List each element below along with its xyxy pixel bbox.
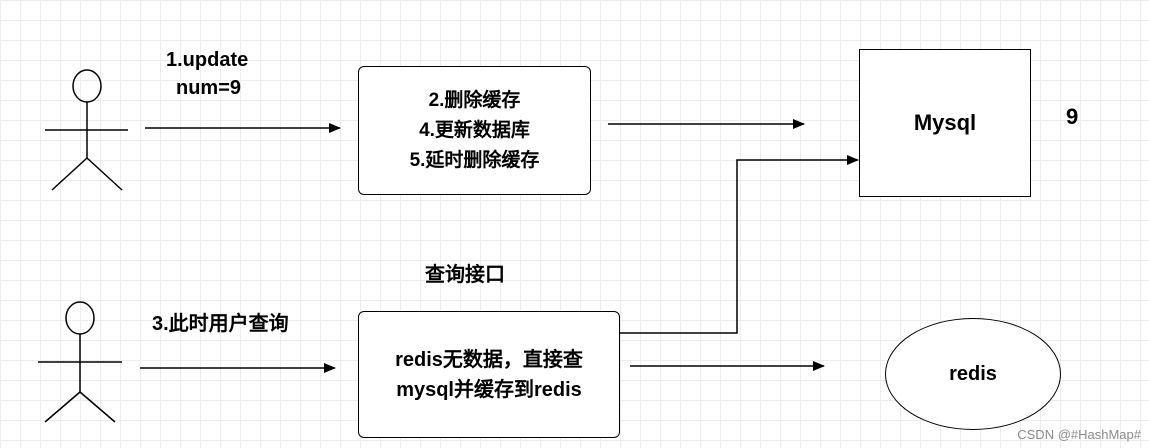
query-interface-label: 查询接口 xyxy=(425,264,505,286)
query-box-line-2: mysql并缓存到redis xyxy=(396,378,582,401)
process-step-update-db: 4.更新数据库 xyxy=(419,119,530,141)
mysql-label: Mysql xyxy=(913,110,977,135)
query-box: redis无数据，直接查 mysql并缓存到redis xyxy=(358,311,620,438)
redis-label: redis xyxy=(949,362,997,385)
user-actor-top xyxy=(45,69,128,191)
query-box-line-1: redis无数据，直接查 xyxy=(395,348,583,371)
user-query-label: 3.此时用户查询 xyxy=(152,313,289,335)
mysql-box: Mysql xyxy=(859,49,1031,197)
update-label: 1.update num=9 xyxy=(166,46,248,102)
user-actor-bottom xyxy=(38,301,122,423)
arrow-query-to-mysql xyxy=(620,155,859,334)
process-step-delete-cache: 2.删除缓存 xyxy=(428,89,521,111)
process-box: 2.删除缓存 4.更新数据库 5.延时删除缓存 xyxy=(358,66,591,195)
mysql-value: 9 xyxy=(1066,104,1079,129)
redis-node: redis xyxy=(885,318,1061,430)
update-label-line-2: num=9 xyxy=(176,77,242,99)
watermark: CSDN @#HashMap# xyxy=(1017,427,1141,442)
process-step-delayed-delete: 5.延时删除缓存 xyxy=(409,149,540,171)
update-label-line-1: 1.update xyxy=(166,49,249,71)
